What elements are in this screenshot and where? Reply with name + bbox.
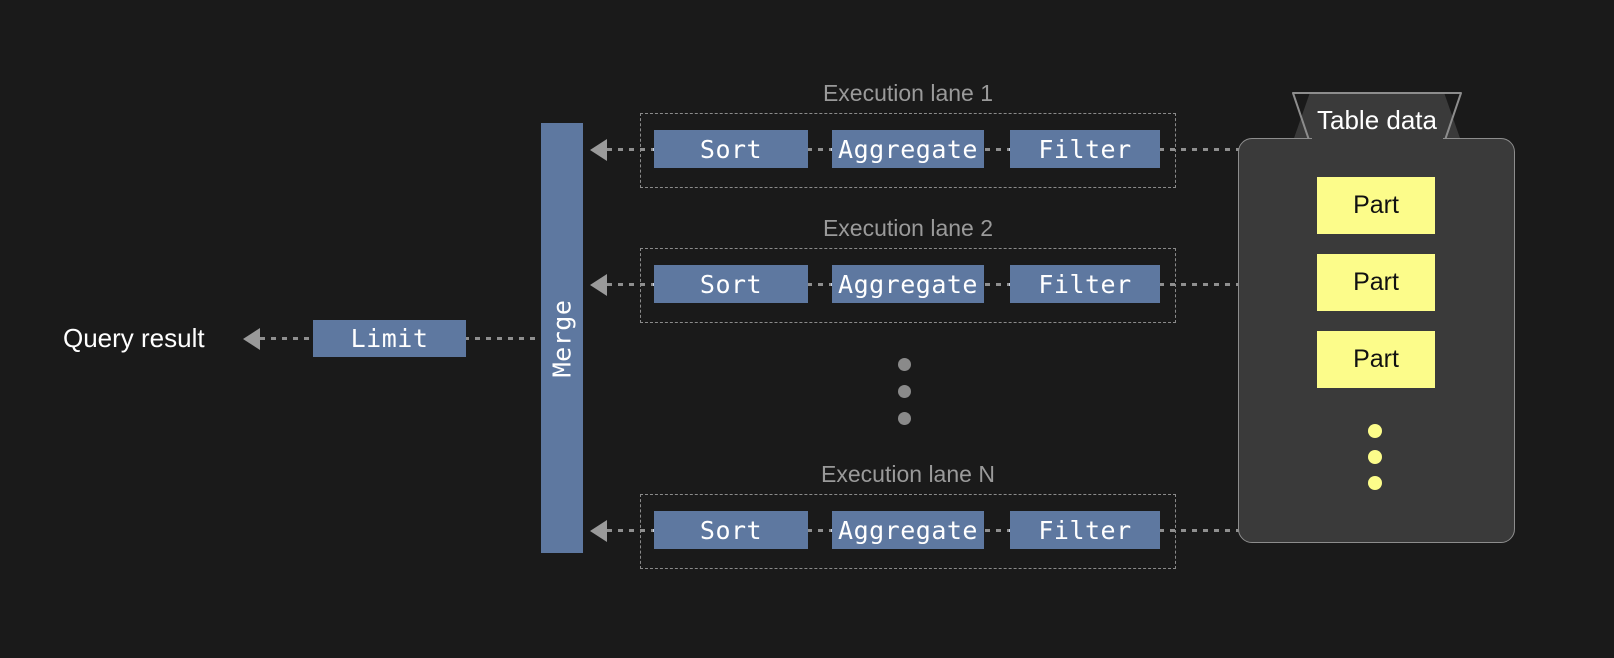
connector-limit-to-result [260, 337, 316, 340]
connector-lane-n-agg-filter [985, 529, 1011, 532]
connector-lane-2-left [607, 283, 655, 286]
connector-lane-1-agg-filter [985, 148, 1011, 151]
connector-lane-1-left [607, 148, 655, 151]
table-data-tab-seam [1312, 136, 1443, 142]
connector-lane-1-to-table [1159, 148, 1239, 151]
merge-label: Merge [547, 299, 577, 377]
table-part-2[interactable]: Part [1317, 254, 1435, 311]
lane-2-aggregate[interactable]: Aggregate [832, 265, 984, 303]
lane-title-1: Execution lane 1 [822, 80, 994, 106]
arrow-lane-2-to-merge [590, 274, 607, 296]
lane-2-filter[interactable]: Filter [1010, 265, 1160, 303]
table-part-3[interactable]: Part [1317, 331, 1435, 388]
connector-lane-n-sort-agg [807, 529, 833, 532]
table-data-tab [1293, 93, 1461, 141]
table-part-ellipsis-icon [1368, 424, 1382, 490]
lane-n-filter[interactable]: Filter [1010, 511, 1160, 549]
connector-lane-n-left [607, 529, 655, 532]
connector-lane-1-sort-agg [807, 148, 833, 151]
lane-1-filter[interactable]: Filter [1010, 130, 1160, 168]
lane-ellipsis-icon [898, 358, 911, 425]
connector-merge-to-limit [464, 337, 542, 340]
lane-2-sort[interactable]: Sort [654, 265, 808, 303]
lane-1-aggregate[interactable]: Aggregate [832, 130, 984, 168]
connector-lane-2-agg-filter [985, 283, 1011, 286]
lane-title-2: Execution lane 2 [822, 215, 994, 241]
lane-title-n: Execution lane N [821, 461, 995, 487]
table-data-title: Table data [1317, 105, 1437, 135]
arrow-lane-1-to-merge [590, 139, 607, 161]
merge-operator[interactable]: Merge [541, 123, 583, 553]
limit-operator[interactable]: Limit [313, 320, 466, 357]
arrow-lane-n-to-merge [590, 520, 607, 542]
lane-1-sort[interactable]: Sort [654, 130, 808, 168]
lane-n-aggregate[interactable]: Aggregate [832, 511, 984, 549]
table-part-1[interactable]: Part [1317, 177, 1435, 234]
connector-lane-n-to-table [1159, 529, 1239, 532]
query-result-label: Query result [63, 323, 205, 353]
connector-lane-2-sort-agg [807, 283, 833, 286]
table-data-tab-outline [1292, 92, 1462, 144]
arrow-to-query-result [243, 328, 260, 350]
connector-lane-2-to-table [1159, 283, 1239, 286]
lane-n-sort[interactable]: Sort [654, 511, 808, 549]
